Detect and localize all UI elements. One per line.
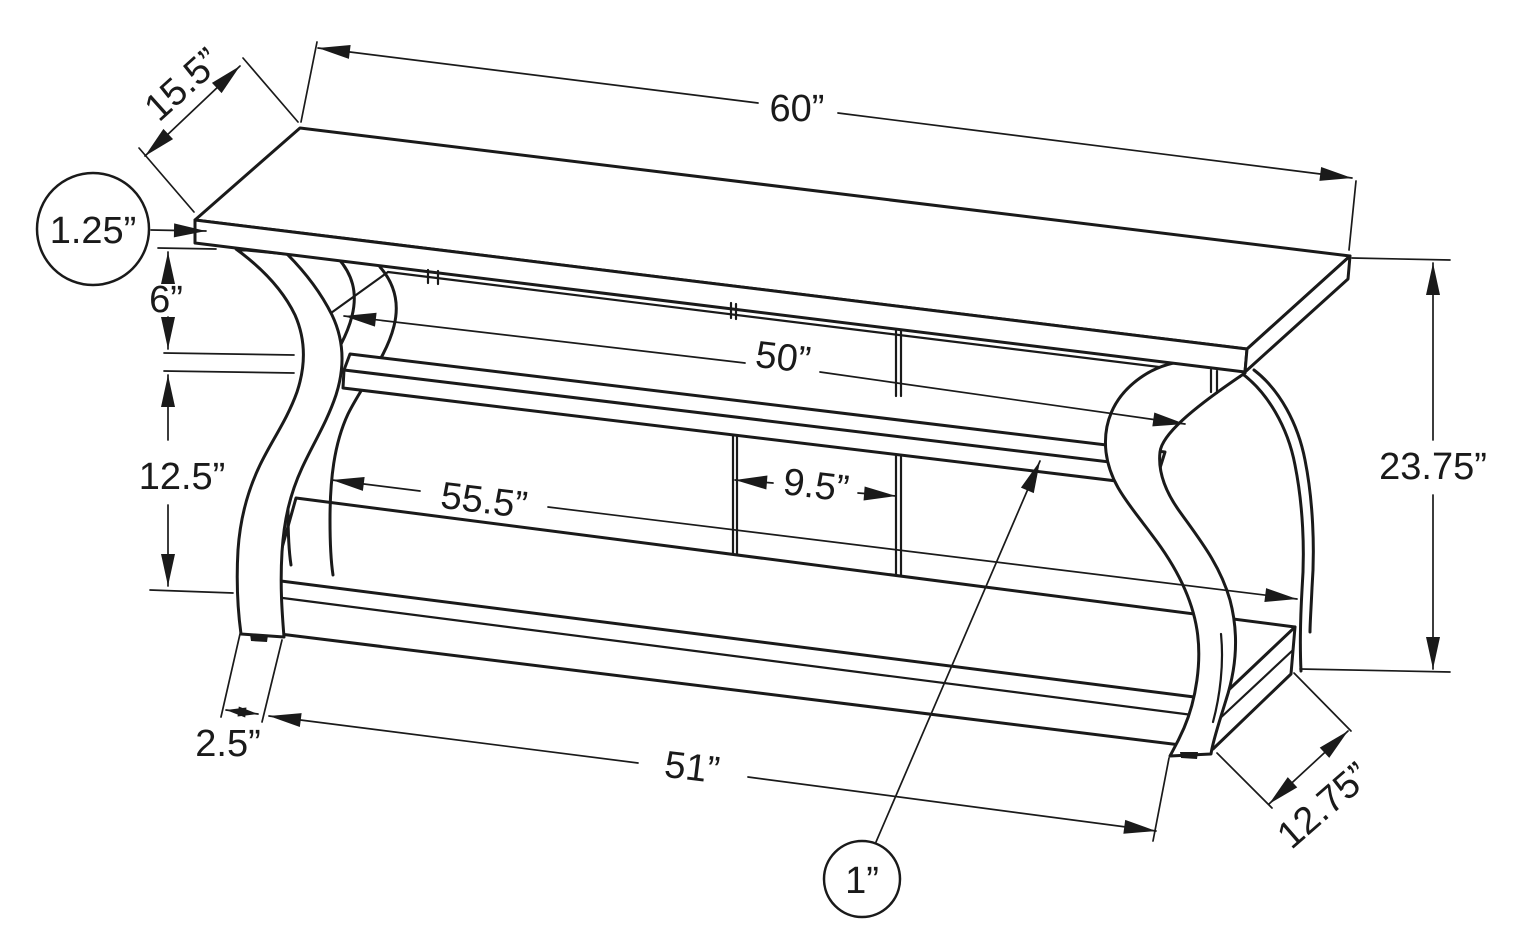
dim-label-top-width: 60” xyxy=(770,88,825,130)
dim-label-bottom-depth: 12.75” xyxy=(1270,755,1379,857)
right-leg xyxy=(1103,358,1247,758)
dim-center-compartment: 9.5” xyxy=(734,461,897,511)
left-leg-back-inner-edge xyxy=(328,265,398,577)
left-leg-attach-edge xyxy=(329,270,390,315)
dim-interior-width: 55.5” xyxy=(331,475,1298,603)
dim-label-compartment-height: 12.5” xyxy=(139,456,226,498)
dim-middle-shelf-width: 50” xyxy=(343,312,1186,427)
foot-pad-left xyxy=(250,634,268,642)
dim-bottom-shelf-width: 51” xyxy=(268,713,1170,842)
dim-label-overall-height: 23.75” xyxy=(1379,446,1487,488)
support-notches xyxy=(426,268,1219,398)
dim-label-top-depth: 15.5” xyxy=(137,40,229,129)
dim-overall-height: 23.75” xyxy=(1299,257,1487,673)
dim-label-center-compartment: 9.5” xyxy=(781,461,851,511)
dim-label-interior-width: 55.5” xyxy=(438,475,529,527)
foot-pad-right xyxy=(1180,752,1198,759)
dim-top-width: 60” xyxy=(300,41,1357,251)
dim-label-top-thickness: 1.25” xyxy=(50,210,137,252)
right-leg-back-outer-edge xyxy=(1238,370,1305,673)
dim-top-gap: 6” xyxy=(149,247,295,356)
dim-label-bottom-shelf-width: 51” xyxy=(662,744,722,792)
divider-right xyxy=(894,454,903,580)
dim-label-middle-shelf-width: 50” xyxy=(753,334,813,382)
dim-label-shelf-thickness: 1” xyxy=(845,860,879,902)
divider-left xyxy=(731,434,739,558)
callout-shelf-thickness: 1” xyxy=(822,460,1041,919)
dim-compartment-height: 12.5” xyxy=(139,370,295,594)
dim-foot-depth: 2.5” xyxy=(195,633,283,765)
dim-label-foot-depth: 2.5” xyxy=(195,723,260,765)
callout-top-thickness: 1.25” xyxy=(35,171,207,287)
right-leg-inner-sliver xyxy=(1211,632,1224,724)
right-leg-back-inner-edge xyxy=(1252,368,1315,634)
back-apron-rail xyxy=(386,270,1242,379)
stand-structure xyxy=(193,126,1352,759)
dim-label-top-gap: 6” xyxy=(149,279,183,321)
